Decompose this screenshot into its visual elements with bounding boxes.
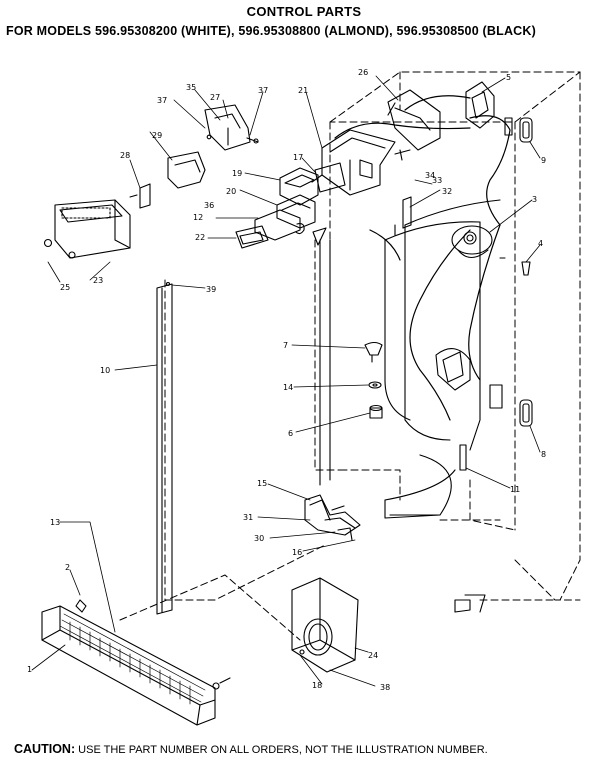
callout-3: 3 xyxy=(532,195,537,204)
callout-9: 9 xyxy=(541,156,546,165)
callout-13: 13 xyxy=(50,518,60,527)
wiring-harness xyxy=(334,95,511,421)
callout-11: 11 xyxy=(510,485,520,494)
control-panel xyxy=(43,199,131,259)
light-socket xyxy=(451,225,531,276)
caution-note: CAUTION: USE THE PART NUMBER ON ALL ORDE… xyxy=(14,742,488,756)
callout-15: 15 xyxy=(257,479,267,488)
callout-29: 29 xyxy=(152,131,162,140)
cabinet-outline xyxy=(119,71,581,641)
toe-grille xyxy=(41,599,231,726)
callout-25: 25 xyxy=(60,283,70,292)
callout-30: 30 xyxy=(254,534,264,543)
models-subtitle: FOR MODELS 596.95308200 (WHITE), 596.953… xyxy=(6,24,536,38)
callout-5: 5 xyxy=(506,73,511,82)
caution-label: CAUTION: xyxy=(14,742,76,756)
callout-28: 28 xyxy=(120,151,130,160)
callout-38: 38 xyxy=(380,683,390,692)
callout-22: 22 xyxy=(195,233,205,242)
callout-27: 27 xyxy=(210,93,220,102)
mid-hardware xyxy=(364,341,533,471)
callout-34: 34 xyxy=(425,171,435,180)
callout-37-left: 37 xyxy=(157,96,167,105)
callout-19: 19 xyxy=(232,169,242,178)
breaker-strip xyxy=(156,281,173,615)
diagram-title: CONTROL PARTS xyxy=(246,4,362,19)
callout-24: 24 xyxy=(368,651,378,660)
callout-23: 23 xyxy=(93,276,103,285)
callout-10: 10 xyxy=(100,366,110,375)
callout-39: 39 xyxy=(206,285,216,294)
callout-6: 6 xyxy=(288,429,293,438)
callout-1: 1 xyxy=(27,665,32,674)
callout-35: 35 xyxy=(186,83,196,92)
leader-lines xyxy=(31,75,541,687)
callout-2: 2 xyxy=(65,563,70,572)
callout-17: 17 xyxy=(293,153,303,162)
cabinet-liner xyxy=(312,199,501,613)
callout-4: 4 xyxy=(538,239,543,248)
callout-18: 18 xyxy=(312,681,322,690)
callout-37-right: 37 xyxy=(258,86,268,95)
callout-26: 26 xyxy=(358,68,368,77)
callout-14: 14 xyxy=(283,383,293,392)
thermostat-bracket xyxy=(387,81,533,229)
callout-31: 31 xyxy=(243,513,253,522)
callout-36: 36 xyxy=(204,201,214,210)
callout-8: 8 xyxy=(541,450,546,459)
control-housing xyxy=(235,129,396,249)
damper-housing xyxy=(304,494,361,541)
callout-12: 12 xyxy=(193,213,203,222)
callout-7: 7 xyxy=(283,341,288,350)
caution-text: USE THE PART NUMBER ON ALL ORDERS, NOT T… xyxy=(78,744,488,756)
callout-32: 32 xyxy=(442,187,452,196)
callout-21: 21 xyxy=(298,86,308,95)
callout-16: 16 xyxy=(292,548,302,557)
callout-20: 20 xyxy=(226,187,236,196)
mounting-bracket xyxy=(129,104,259,209)
evaporator-cover xyxy=(291,577,359,673)
callout-33: 33 xyxy=(432,176,442,185)
